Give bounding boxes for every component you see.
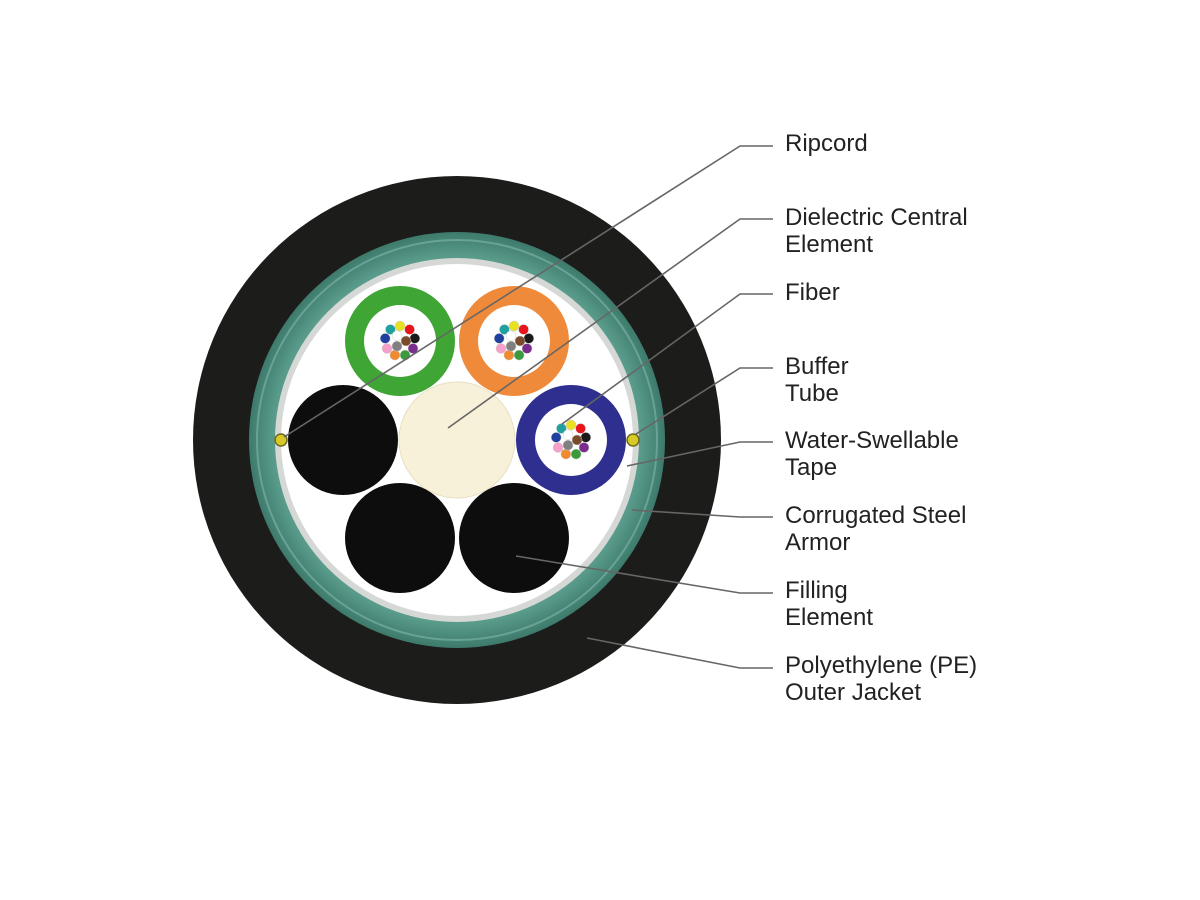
fiber	[514, 335, 526, 347]
leader-jacket	[586, 637, 773, 669]
fiber	[580, 432, 592, 443]
fiber	[389, 349, 401, 361]
fiber	[523, 333, 535, 344]
ripcord-right	[626, 433, 640, 447]
leader-filling	[515, 555, 773, 594]
buffer-tube-blue	[516, 385, 626, 495]
fiber	[508, 320, 520, 332]
label-ripcord: Ripcord	[785, 130, 868, 157]
fiber	[578, 442, 590, 453]
label-dielectric-central-element: Dielectric Central Element	[785, 204, 968, 258]
fiber	[399, 349, 411, 361]
fiber	[505, 330, 517, 342]
filling-element-bottom-right	[459, 483, 569, 593]
fiber	[521, 343, 533, 354]
fiber	[505, 340, 517, 352]
fiber	[562, 439, 574, 451]
fiber	[404, 324, 415, 335]
fiber	[518, 324, 529, 335]
fiber	[575, 423, 586, 434]
label-water-swellable-tape: Water-Swellable Tape	[785, 427, 959, 481]
fiber	[391, 340, 403, 352]
fiber	[565, 419, 577, 431]
label-fiber: Fiber	[785, 279, 840, 306]
leader-buffer-tube	[635, 367, 773, 435]
fiber	[379, 333, 391, 344]
fiber	[570, 448, 582, 460]
fiber	[391, 330, 403, 342]
label-corrugated-steel-armor: Corrugated Steel Armor	[785, 502, 967, 556]
fiber	[394, 320, 406, 332]
fiber	[550, 432, 562, 443]
leader-armor	[631, 509, 773, 518]
fiber	[493, 333, 505, 344]
steel-armor-highlight	[256, 239, 658, 641]
leader-water-tape	[626, 441, 773, 467]
fiber	[381, 343, 393, 354]
fiber	[556, 423, 567, 434]
fiber	[552, 442, 564, 453]
label-buffer-tube: Buffer Tube	[785, 353, 849, 407]
leader-lines	[283, 145, 773, 669]
leader-ripcord	[283, 145, 773, 438]
fiber	[499, 324, 510, 335]
buffer-tube-green	[345, 286, 455, 396]
fiber	[385, 324, 396, 335]
label-pe-outer-jacket: Polyethylene (PE) Outer Jacket	[785, 652, 978, 706]
label-filling-element: Filling Element	[785, 577, 874, 631]
fiber	[407, 343, 419, 354]
leader-fiber	[561, 293, 773, 425]
fiber	[560, 448, 572, 460]
fiber	[513, 349, 525, 361]
fiber	[409, 333, 421, 344]
fiber	[503, 349, 515, 361]
fiber	[495, 343, 507, 354]
fiber	[562, 429, 574, 441]
filling-element-bottom-left	[345, 483, 455, 593]
fiber	[400, 335, 412, 347]
filling-element-left	[288, 385, 398, 495]
dielectric-central-element	[398, 381, 516, 499]
fiber	[571, 434, 583, 446]
buffer-tube-orange	[459, 286, 569, 396]
leader-central-element	[447, 218, 773, 429]
